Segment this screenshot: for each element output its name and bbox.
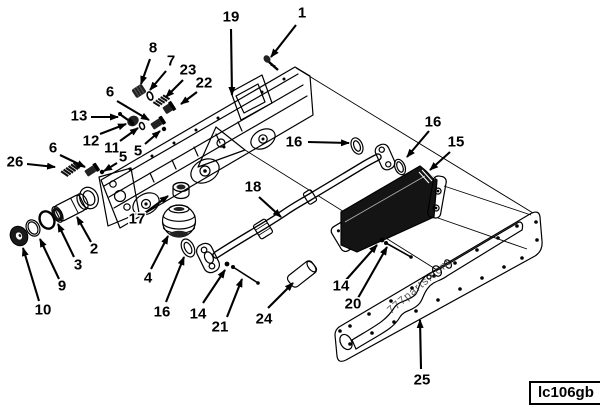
plug-8 [132,84,146,98]
callout-arrow-10 [21,247,41,302]
callout-arrow-4 [150,235,169,270]
callout-label-5: 5 [134,143,142,160]
bolt-14 [379,237,385,243]
callout-arrow-19 [228,28,236,96]
callout-arrow-5 [144,130,161,145]
callout-label-3: 3 [74,257,82,274]
tube-lower-flange [195,242,221,274]
callout-arrow-18 [258,196,282,218]
callout-arrow-17 [144,195,169,214]
callout-label-7: 7 [167,53,175,70]
callout-label-16: 16 [425,114,442,131]
plug-12 [127,115,139,127]
callout-label-10: 10 [35,302,52,319]
tube-union-nut [252,218,274,240]
cap-10 [9,225,29,247]
callout-label-6: 6 [106,84,114,101]
callout-arrow-16 [307,139,350,147]
callout-label-9: 9 [58,278,66,295]
callout-label-1: 1 [298,5,306,22]
thermostat-bracket [197,126,246,168]
thermostat-2 [51,193,89,223]
callout-arrow-24 [267,282,294,309]
bushing-17 [172,181,190,200]
callout-label-15: 15 [448,134,465,151]
fitting-6 [84,162,100,177]
callout-label-8: 8 [149,40,157,57]
callout-arrow-16 [406,130,430,158]
callout-arrow-22 [180,91,198,105]
transfer-tube-18 [195,143,396,274]
callout-label-25: 25 [414,372,431,389]
plug-22 [162,100,177,114]
callout-arrow-9 [39,238,60,280]
callout-label-18: 18 [245,179,262,196]
screw-13 [118,112,129,121]
callout-label-21: 21 [212,319,229,336]
ball-5 [99,169,105,175]
callout-arrow-7 [149,70,167,91]
o-ring-7 [146,91,154,101]
tube-upper-flange [374,143,396,171]
callout-label-4: 4 [144,270,153,287]
oil-cooler-core-15 [330,165,447,253]
callout-label-14: 14 [190,306,207,323]
callout-arrow-5 [103,162,118,172]
callout-arrow-8 [140,58,151,85]
callout-label-16: 16 [154,304,171,321]
callout-arrow-3 [57,223,75,258]
callout-label-12: 12 [83,133,100,150]
callout-arrow-6 [59,154,86,168]
callout-arrow-23 [165,79,184,98]
callout-arrow-25 [416,319,424,370]
stud-21 [231,265,260,285]
callout-arrow-12 [99,123,127,135]
callout-arrow-14 [202,269,226,304]
spring-26 [60,161,81,178]
callout-arrow-1 [270,24,297,58]
projection-lines [244,67,534,271]
spring-23 [152,94,171,108]
callout-arrow-21 [226,278,243,318]
callout-label-11: 11 [104,140,120,157]
connection-gasket-16 [393,158,407,176]
callout-label-24: 24 [256,311,273,328]
callout-label-2: 2 [90,241,98,258]
callout-arrow-20 [357,246,388,299]
stud-20 [384,241,413,259]
callout-label-20: 20 [345,296,362,313]
callout-label-23: 23 [180,62,197,79]
oil-cooler-housing-19 [79,66,314,229]
callout-arrow-11 [119,127,139,142]
seal-ring-9 [25,219,41,237]
callout-arrow-15 [429,151,451,171]
isolator-4 [161,204,197,238]
o-ring-11 [138,121,146,131]
watermark-text: 777parts.com [385,257,453,317]
bolt-1 [263,55,279,71]
callout-label-6: 6 [49,140,57,157]
figure-code-box: lc106gb [529,381,600,405]
callout-label-19: 19 [223,9,240,26]
callout-label-22: 22 [196,75,213,92]
fitting-6 [150,115,166,130]
callout-arrow-14 [345,244,378,281]
retaining-ring-3 [38,210,56,230]
callout-arrow-16 [165,256,185,303]
ball-5 [161,126,167,132]
bolt-14 [224,261,230,267]
callout-arrow-6 [116,100,150,121]
callout-label-14: 14 [333,278,350,295]
callout-arrow-26 [26,162,56,170]
connection-gasket-16 [350,137,364,155]
callout-arrow-2 [76,216,92,243]
callout-label-26: 26 [7,154,24,171]
connection-gasket-16 [180,238,196,258]
callout-label-5: 5 [119,149,127,166]
callout-label-17: 17 [129,211,146,228]
callout-label-13: 13 [71,108,88,125]
callout-label-16: 16 [286,134,303,151]
